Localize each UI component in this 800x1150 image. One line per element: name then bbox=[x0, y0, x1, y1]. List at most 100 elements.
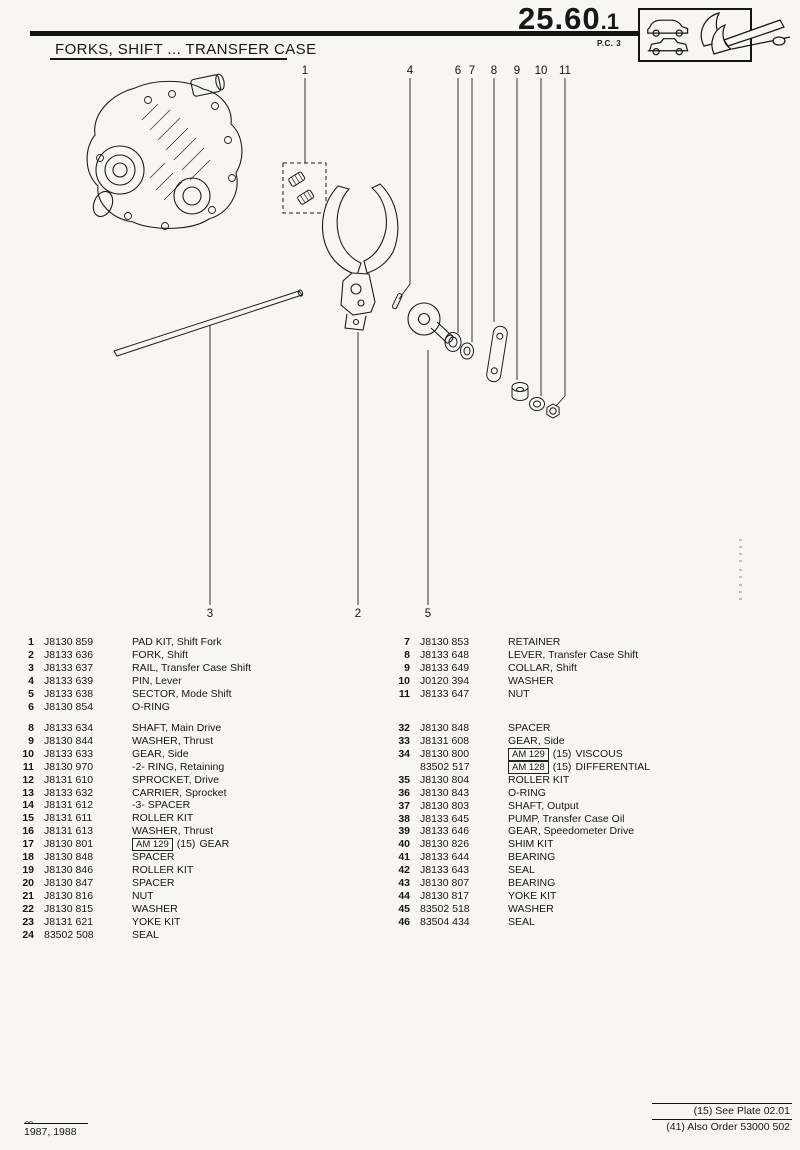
part-description-cell: WASHER bbox=[508, 903, 554, 916]
part-number: J8130 848 bbox=[420, 722, 470, 734]
part-description: SPACER bbox=[508, 722, 551, 734]
part-description-cell: BEARING bbox=[508, 851, 555, 864]
part-number: J8133 634 bbox=[44, 722, 94, 734]
part-number: J8133 649 bbox=[420, 661, 470, 674]
part-description-cell: WASHER bbox=[508, 675, 554, 688]
parts-row: 14 J8131 612 -3- SPACER bbox=[12, 799, 384, 812]
part-description-cell: SEAL bbox=[132, 929, 159, 942]
exploded-diagram: 1 4 6 7 8 9 10 11 3 2 5 bbox=[86, 65, 742, 620]
part-description: WASHER, Thrust bbox=[132, 734, 214, 747]
part-description-cell: SPACER bbox=[132, 851, 174, 864]
part-number: J8130 826 bbox=[420, 838, 470, 851]
plate-number: 25.60.1 bbox=[518, 1, 619, 37]
part-description: BEARING bbox=[508, 877, 556, 890]
part-description-cell: SEAL bbox=[508, 916, 535, 929]
part-number: J8130 859 bbox=[44, 636, 94, 648]
part-description-cell: ROLLER KIT bbox=[132, 864, 193, 877]
part-number: J8133 636 bbox=[44, 648, 94, 661]
lever-pin-part bbox=[391, 293, 403, 310]
parts-row: 23 J8131 621 YOKE KIT bbox=[12, 916, 384, 929]
part-number: J8131 608 bbox=[420, 734, 470, 747]
part-description: SHAFT, Main Drive bbox=[132, 722, 222, 734]
part-item-number: 11 bbox=[22, 760, 34, 773]
part-description-cell: GEAR, Side bbox=[508, 735, 565, 748]
part-description-cell: FORK, Shift bbox=[132, 649, 188, 662]
parts-row: 6 J8130 854 O-RING bbox=[12, 701, 384, 714]
vehicle-icons bbox=[647, 19, 689, 56]
part-number: J8133 639 bbox=[44, 674, 94, 687]
parts-row: 11 J8130 970 -2- RING, Retaining bbox=[12, 761, 384, 774]
part-description: WASHER bbox=[132, 902, 178, 915]
part-description: -2- RING, Retaining bbox=[132, 760, 225, 773]
parts-row: 20 J8130 847 SPACER bbox=[12, 877, 384, 890]
part-description: DIFFERENTIAL bbox=[575, 760, 651, 773]
callout-labels: 1 4 6 7 8 9 10 11 3 2 5 bbox=[207, 65, 571, 620]
washer-7-part bbox=[460, 342, 474, 360]
pad-kit-parts bbox=[282, 162, 327, 214]
part-description-cell: SPACER bbox=[132, 877, 174, 890]
vertical-print-code bbox=[739, 539, 742, 600]
parts-row: 16 J8131 613 WASHER, Thrust bbox=[12, 825, 384, 838]
part-description-cell: AM 128(15)DIFFERENTIAL bbox=[508, 760, 651, 774]
part-item-number: 13 bbox=[22, 786, 34, 799]
part-description-cell: CARRIER, Sprocket bbox=[132, 787, 227, 800]
part-number: J8133 637 bbox=[44, 661, 94, 674]
transfer-case-illustration bbox=[86, 73, 243, 230]
part-item-number: 8 bbox=[404, 648, 410, 661]
footnote-see-plate: (15) See Plate 02.01 bbox=[693, 1105, 790, 1117]
part-item-number: 41 bbox=[398, 851, 410, 864]
parts-row: 83502 517 AM 128(15)DIFFERENTIAL bbox=[388, 760, 788, 774]
plate-underline bbox=[556, 31, 638, 36]
parts-row: 35 J8130 804 ROLLER KIT bbox=[388, 774, 788, 787]
part-description: YOKE KIT bbox=[132, 915, 181, 928]
parts-row: 4 J8133 639 PIN, Lever bbox=[12, 675, 384, 688]
part-description: BEARING bbox=[508, 851, 556, 864]
title-underline bbox=[50, 58, 287, 60]
part-description: SEAL bbox=[508, 915, 535, 928]
parts-row: 39 J8133 646 GEAR, Speedometer Drive bbox=[388, 825, 788, 838]
parts-row: 11 J8133 647 NUT bbox=[388, 688, 788, 701]
part-number: J8130 844 bbox=[44, 734, 94, 747]
part-number: J8133 643 bbox=[420, 864, 470, 877]
part-item-number: 2 bbox=[28, 648, 34, 661]
part-description: FORK, Shift bbox=[132, 648, 189, 661]
part-item-number: 10 bbox=[22, 747, 34, 760]
part-item-number: 9 bbox=[28, 734, 34, 747]
washer-6-part bbox=[444, 332, 462, 352]
print-mark bbox=[24, 1121, 34, 1124]
part-number: J8133 644 bbox=[420, 851, 470, 864]
callout-11: 11 bbox=[559, 65, 571, 77]
part-description: SPROCKET, Drive bbox=[132, 773, 219, 786]
part-description-cell: AM 129(15)VISCOUS bbox=[508, 747, 623, 761]
pc-label: P.C. 3 bbox=[597, 39, 622, 48]
part-description-cell: -2- RING, Retaining bbox=[132, 761, 224, 774]
part-number: J8131 610 bbox=[44, 773, 94, 786]
part-description: SEAL bbox=[508, 864, 535, 877]
washer-10-part bbox=[529, 397, 545, 411]
part-number: J8133 632 bbox=[44, 786, 94, 799]
vehicle-icon-box bbox=[638, 8, 752, 62]
part-item-number: 34 bbox=[398, 747, 410, 760]
part-description-cell: WASHER, Thrust bbox=[132, 825, 213, 838]
part-number: J8130 970 bbox=[44, 760, 94, 773]
part-item-number: 14 bbox=[22, 799, 34, 812]
parts-row: 15 J8131 611 ROLLER KIT bbox=[12, 812, 384, 825]
case-hatching bbox=[141, 103, 211, 201]
parts-row: 22 J8130 815 WASHER bbox=[12, 903, 384, 916]
part-description: GEAR, Side bbox=[508, 734, 565, 747]
nut-part bbox=[546, 403, 560, 419]
case-bolts bbox=[96, 90, 236, 230]
part-item-number: 45 bbox=[398, 902, 410, 915]
shift-rail-part bbox=[113, 289, 304, 357]
part-description: O-RING bbox=[508, 786, 546, 799]
parts-row: 46 83504 434 SEAL bbox=[388, 916, 788, 929]
callout-9: 9 bbox=[514, 65, 520, 77]
part-description: SHAFT, Output bbox=[508, 799, 579, 812]
part-number: J8130 804 bbox=[420, 773, 470, 786]
part-number: J0120 394 bbox=[420, 674, 470, 687]
part-item-number: 5 bbox=[28, 687, 34, 700]
part-item-number: 32 bbox=[398, 722, 410, 734]
part-number: J8130 815 bbox=[44, 902, 94, 915]
part-item-number: 1 bbox=[28, 636, 34, 648]
